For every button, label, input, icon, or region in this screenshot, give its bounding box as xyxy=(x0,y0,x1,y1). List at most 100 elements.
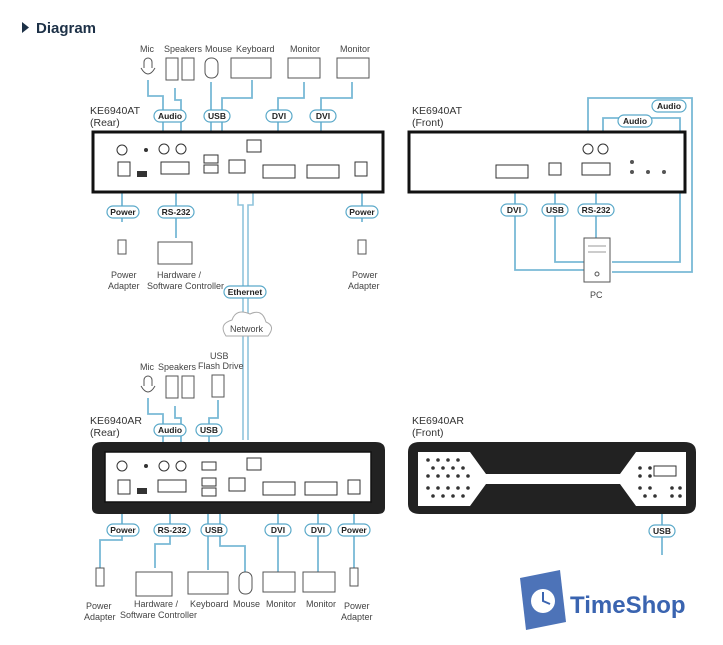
ke6940at-rear-side: (Rear) xyxy=(90,117,120,129)
controller-icon xyxy=(135,571,173,597)
ke6940ar-rear-section: KE6940AR (Rear) xyxy=(90,415,385,514)
keyboard-label: Keyboard xyxy=(236,44,275,54)
svg-text:DVI: DVI xyxy=(316,111,330,121)
controller-label: Software Controller xyxy=(120,610,197,620)
led-icon xyxy=(630,160,634,164)
svg-text:Audio: Audio xyxy=(158,425,182,435)
power-adapter-label: Adapter xyxy=(108,281,140,291)
svg-text:RS-232: RS-232 xyxy=(158,525,187,535)
lan-port-icon xyxy=(228,159,246,174)
tag-dvi: DVI xyxy=(304,523,332,537)
bottom-lower-devices: Power Adapter Hardware / Software Contro… xyxy=(84,567,373,622)
lan-port-icon xyxy=(246,139,262,153)
ke6940at-rear-section: KE6940AT (Rear) xyxy=(90,105,385,194)
mic-jack-icon xyxy=(158,143,170,155)
svg-text:Audio: Audio xyxy=(623,116,647,126)
svg-text:RS-232: RS-232 xyxy=(162,207,191,217)
mic-label: Mic xyxy=(140,44,154,54)
keyboard-icon xyxy=(230,57,272,79)
usb-b-port-icon xyxy=(548,162,562,176)
monitor-icon xyxy=(262,571,296,593)
network-label: Network xyxy=(230,324,264,334)
ke6940at-rear-model: KE6940AT xyxy=(90,105,141,117)
power-adapter-icon xyxy=(349,567,359,587)
usb-flash-label: USB xyxy=(210,351,229,361)
power-switch-icon xyxy=(116,144,128,156)
tag-dvi: DVI xyxy=(264,523,292,537)
controller-label: Software Controller xyxy=(147,281,224,291)
svg-text:DVI: DVI xyxy=(271,525,285,535)
dvi-port-icon xyxy=(262,164,296,179)
speaker-jack-icon xyxy=(175,143,187,155)
ke6940ar-rear-model: KE6940AR xyxy=(90,415,142,427)
dvi-port-icon xyxy=(262,481,296,496)
rs232-port-icon xyxy=(160,161,190,175)
led-icon xyxy=(144,464,148,468)
led-icon xyxy=(646,170,650,174)
keyboard-label: Keyboard xyxy=(190,599,229,609)
usb-port-icon xyxy=(203,164,219,174)
power-port-icon xyxy=(354,161,368,177)
usb-port-icon xyxy=(653,465,677,477)
power-adapter-label: Power xyxy=(352,270,378,280)
tag-power: Power xyxy=(106,205,140,219)
svg-text:RS-232: RS-232 xyxy=(582,205,611,215)
ke6940at-front-model: KE6940AT xyxy=(412,105,463,117)
power-adapter-icon xyxy=(357,239,367,255)
usb-port-icon xyxy=(203,154,219,164)
network-cloud: Network xyxy=(222,311,272,337)
tag-power: Power xyxy=(106,523,140,537)
power-adapter-label: Power xyxy=(86,601,112,611)
ke6940ar-front-panel xyxy=(418,452,686,506)
speaker-icon xyxy=(165,57,179,81)
power-adapter-icon xyxy=(117,239,127,255)
svg-text:DVI: DVI xyxy=(311,525,325,535)
dvi-port-icon xyxy=(306,164,340,179)
tag-usb: USB xyxy=(200,523,228,537)
speaker-jack-icon xyxy=(175,460,187,472)
svg-text:Power: Power xyxy=(110,525,136,535)
mouse-label: Mouse xyxy=(205,44,232,54)
power-adapter-label: Adapter xyxy=(341,612,373,622)
ke6940ar-front-model: KE6940AR xyxy=(412,415,464,427)
power-adapter-label: Power xyxy=(344,601,370,611)
dvi-port-icon xyxy=(304,481,338,496)
monitor-icon xyxy=(336,57,370,79)
power-port-icon xyxy=(347,479,361,495)
monitor-icon xyxy=(302,571,336,593)
ke6940ar-front-side: (Front) xyxy=(412,427,444,439)
watermark-brand: TimeShop xyxy=(570,592,686,619)
tag-dvi: DVI xyxy=(265,109,293,123)
power-adapter-label: Adapter xyxy=(84,612,116,622)
svg-text:USB: USB xyxy=(653,526,671,536)
mouse-icon xyxy=(238,571,253,595)
speaker-icon xyxy=(181,57,195,81)
mouse-label: Mouse xyxy=(233,599,260,609)
usb-port-icon xyxy=(201,477,217,487)
svg-text:Power: Power xyxy=(110,207,136,217)
svg-text:USB: USB xyxy=(200,425,218,435)
svg-text:Power: Power xyxy=(349,207,375,217)
pc: PC xyxy=(583,237,611,300)
monitor-icon xyxy=(287,57,321,79)
power-port-icon xyxy=(117,161,131,177)
ke6940ar-rear-chassis xyxy=(104,451,372,503)
tag-rs232: RS-232 xyxy=(153,523,191,537)
ke6940at-front-chassis xyxy=(407,130,687,194)
bottom-peripherals: Mic Speakers USB Flash Drive xyxy=(140,351,244,399)
ke6940at-front-side: (Front) xyxy=(412,117,444,129)
led-icon xyxy=(630,170,634,174)
speakers-label: Speakers xyxy=(158,362,197,372)
power-adapter-label: Adapter xyxy=(348,281,380,291)
speakers-label: Speakers xyxy=(164,44,203,54)
switch-icon xyxy=(137,171,147,177)
svg-text:USB: USB xyxy=(208,111,226,121)
mouse-icon xyxy=(204,57,219,79)
controller-icon xyxy=(157,241,193,265)
led-icon xyxy=(662,170,666,174)
tag-usb: USB xyxy=(195,423,223,437)
controller-label: Hardware / xyxy=(157,270,202,280)
speaker-jack-icon xyxy=(597,143,609,155)
